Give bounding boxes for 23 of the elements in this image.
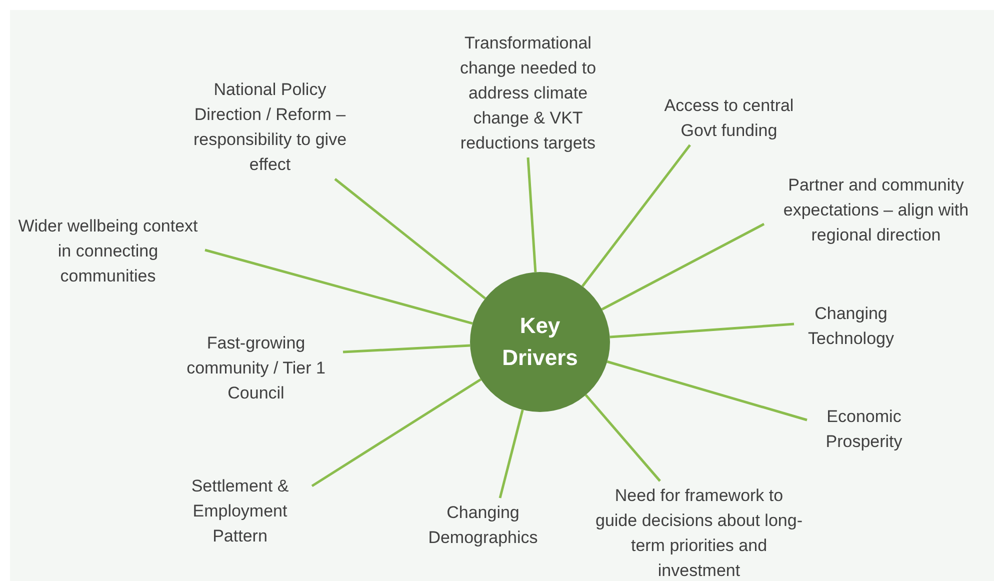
driver-label: Transformational change needed to address climate change & VKT reductions targets — [443, 30, 613, 156]
connector-line — [581, 144, 691, 288]
connector-line — [311, 378, 482, 488]
hub-label: Key Drivers — [501, 312, 579, 372]
driver-label: Access to central Govt funding — [644, 93, 814, 143]
driver-label: Changing Technology — [796, 301, 906, 351]
connector-line — [342, 344, 470, 354]
driver-label: Partner and community expectations – align with regional direction — [766, 172, 986, 248]
connector-line — [610, 322, 794, 338]
connector-line — [584, 394, 661, 482]
driver-label: Settlement & Employment Pattern — [170, 474, 310, 548]
driver-label: Fast-growing community / Tier 1 Council — [171, 330, 341, 406]
connector-line — [204, 248, 473, 325]
driver-label: Need for framework to guide decisions about long-term priorities and investment — [594, 483, 804, 581]
driver-label: Economic Prosperity — [809, 404, 919, 454]
driver-label: Wider wellbeing context in connecting communities — [13, 214, 203, 288]
connector-line — [526, 157, 537, 272]
driver-label: Changing Demographics — [418, 500, 548, 550]
connector-line — [334, 178, 486, 300]
connector-line — [498, 410, 524, 498]
connector-line — [606, 360, 808, 422]
driver-label: National Policy Direction / Reform – responsibility to give effect — [185, 77, 355, 177]
connector-line — [601, 222, 765, 310]
